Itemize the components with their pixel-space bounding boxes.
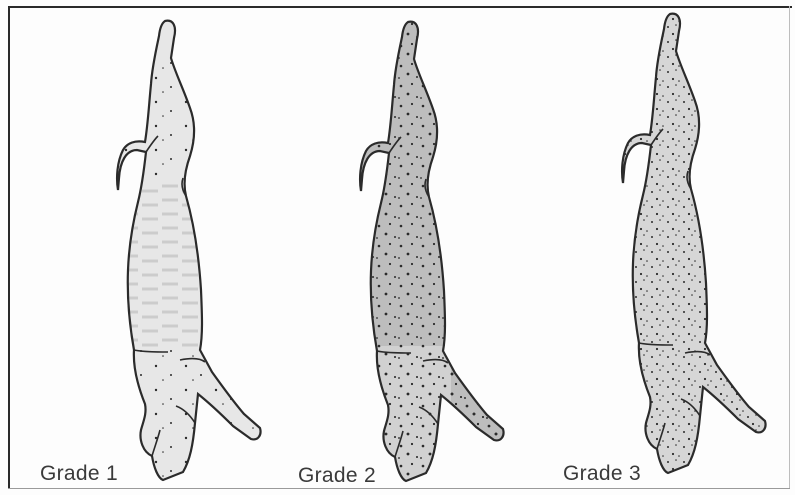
carcass-grade-1-illustration: [117, 21, 270, 490]
grade-1-label: Grade 1: [40, 462, 118, 486]
grade-2-label: Grade 2: [298, 464, 376, 488]
grade-3-label: Grade 3: [563, 462, 641, 486]
carcass-grade-3-illustration: [620, 8, 780, 478]
carcass-grade-2-illustration: [358, 16, 518, 486]
